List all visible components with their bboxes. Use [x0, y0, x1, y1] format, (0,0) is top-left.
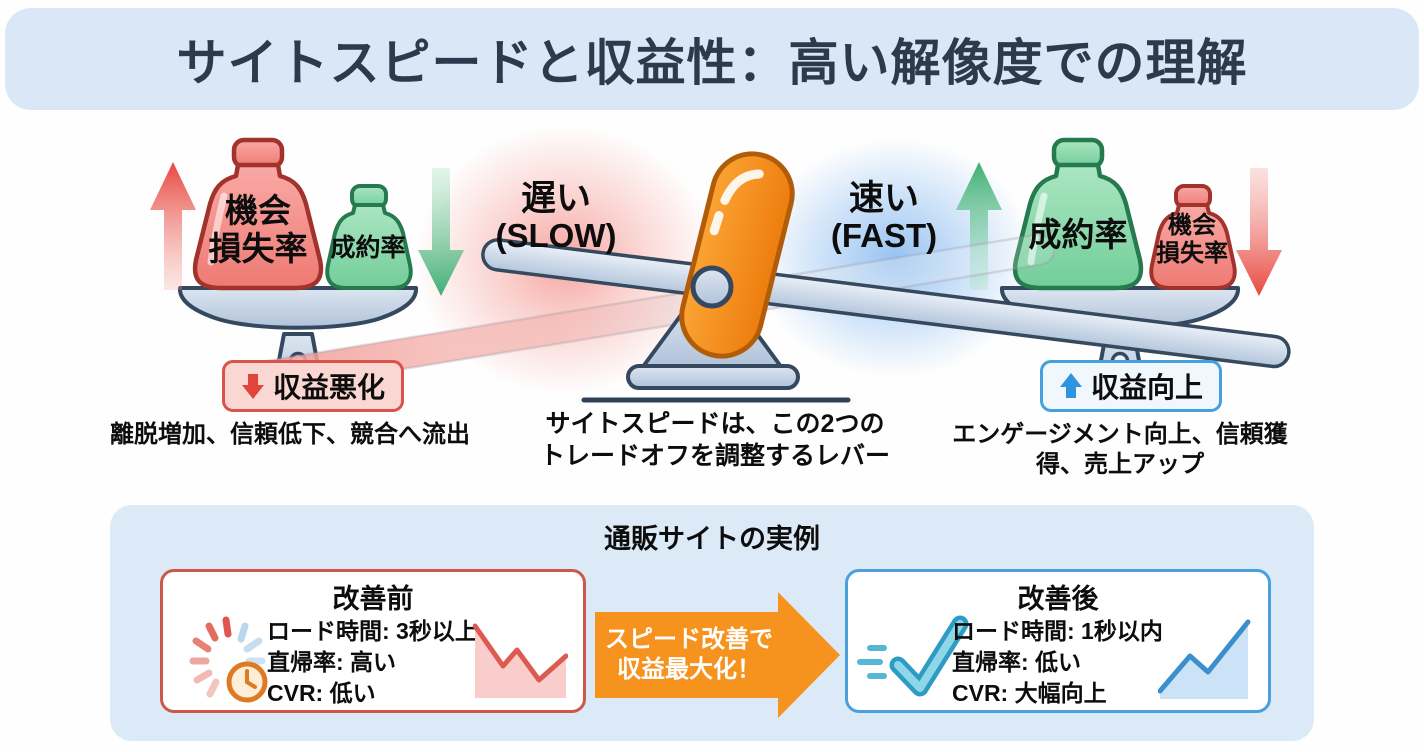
before-row-bounce: 直帰率: 高い — [267, 649, 397, 675]
seesaw-scene — [150, 125, 1291, 403]
after-box: 改善後 ロード時間: 1秒以内 直帰率: 低い CVR: 大幅向上 — [845, 569, 1271, 713]
slow-label: 遅い(SLOW) — [495, 179, 617, 254]
after-row-load: ロード時間: 1秒以内 — [952, 618, 1163, 644]
after-row-bounce: 直帰率: 低い — [952, 649, 1082, 675]
before-row-load: ロード時間: 3秒以上 — [267, 618, 478, 644]
profit-improves-badge: 収益向上 — [1040, 360, 1222, 412]
left-small-weight — [325, 184, 413, 290]
profit-worsens-badge: 収益悪化 — [222, 360, 404, 412]
page-title: サイトスピードと収益性：高い解像度での理解 — [176, 35, 1248, 91]
before-row-cvr: CVR: 低い — [267, 680, 376, 706]
left-big-weight-label: 機会損失率 — [208, 192, 308, 267]
lever-beam — [481, 238, 1291, 369]
before-metrics: ロード時間: 3秒以上 直帰率: 高い CVR: 低い — [267, 616, 478, 709]
left-up-arrow-icon — [150, 162, 196, 290]
after-title: 改善後 — [1017, 584, 1099, 614]
declining-chart-icon — [473, 623, 568, 698]
right-small-weight-label: 機会損失率 — [1156, 212, 1228, 267]
right-big-weight-label: 成約率 — [1028, 216, 1128, 253]
rising-chart-icon — [1158, 619, 1251, 699]
pivot — [690, 265, 734, 309]
improvement-arrow-label: スピード改善で収益最大化！ — [605, 626, 773, 683]
fast-label: 速い(FAST) — [830, 179, 938, 254]
example-panel: 通販サイトの実例 改善前 — [110, 505, 1314, 741]
down-arrow-icon — [241, 374, 264, 399]
title-banner: サイトスピードと収益性：高い解像度での理解 — [5, 8, 1419, 110]
right-small-weight — [1149, 184, 1237, 290]
example-panel-title: 通販サイトの実例 — [604, 524, 820, 554]
left-down-arrow-icon — [418, 168, 464, 296]
left-caption: 離脱増加、信頼低下、競合へ流出 — [110, 421, 470, 448]
up-arrow-icon — [1059, 373, 1082, 398]
after-metrics: ロード時間: 1秒以内 直帰率: 低い CVR: 大幅向上 — [952, 616, 1163, 709]
after-row-cvr: CVR: 大幅向上 — [952, 680, 1107, 706]
improvement-arrow: スピード改善で収益最大化！ — [595, 592, 840, 718]
loading-spinner-icon — [189, 616, 268, 703]
left-small-weight-label: 成約率 — [330, 234, 406, 262]
before-title: 改善前 — [332, 584, 414, 614]
left-big-weight — [192, 137, 324, 291]
right-down-arrow-icon — [1236, 168, 1282, 296]
before-box: 改善前 ロード時間: 3秒以上 直帰率 — [160, 569, 586, 713]
right-arrow-icon — [595, 592, 840, 718]
center-caption: サイトスピードは、この2つのトレードオフを調整するレバー — [539, 410, 890, 470]
right-up-arrow-icon — [956, 162, 1002, 290]
checkmark-icon — [857, 615, 969, 697]
right-caption: エンゲージメント向上、信頼獲得、売上アップ — [952, 421, 1288, 478]
